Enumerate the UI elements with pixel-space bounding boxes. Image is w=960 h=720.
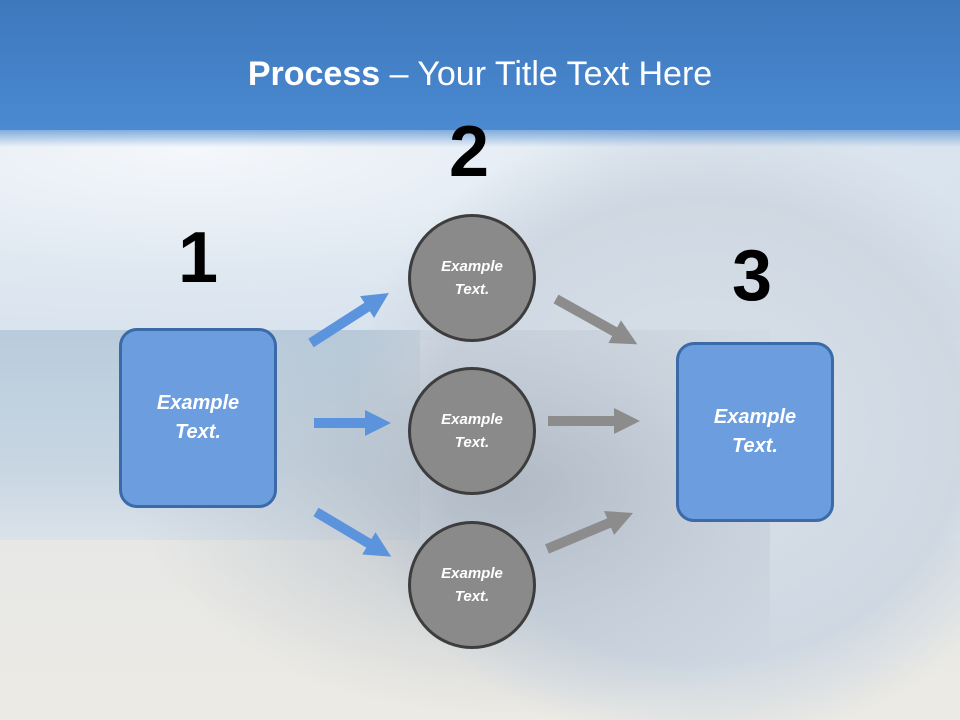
step-2-circle-middle[interactable]: Example Text. (408, 367, 536, 495)
arrow-bottom-to-right (545, 511, 633, 554)
arrow-left-to-top (308, 292, 389, 348)
step-1-box[interactable]: Example Text. (119, 328, 277, 508)
step-2-circle-bottom[interactable]: Example Text. (408, 521, 536, 649)
step-3-box[interactable]: Example Text. (676, 342, 834, 522)
title-bar (0, 0, 960, 130)
arrow-top-to-right (553, 294, 638, 345)
step-number-3: 3 (732, 236, 773, 316)
title-rest: – Your Title Text Here (380, 55, 713, 93)
slide-title[interactable]: Process – Your Title Text Here (0, 52, 960, 96)
step-number-2: 2 (449, 112, 490, 192)
step-number-1: 1 (178, 218, 219, 298)
arrow-left-to-bottom (313, 507, 392, 557)
title-bold: Process (247, 55, 381, 93)
step-2-circle-top[interactable]: Example Text. (408, 214, 536, 342)
title-bar-fade (0, 125, 960, 147)
